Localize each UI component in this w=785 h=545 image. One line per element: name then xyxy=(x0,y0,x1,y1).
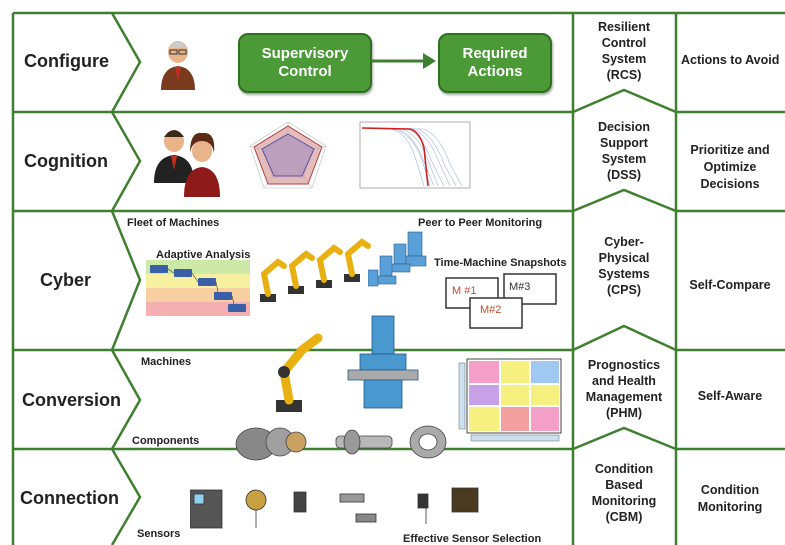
fleet-of-machines-label: Fleet of Machines xyxy=(127,217,220,229)
components-label: Components xyxy=(132,435,200,447)
row-label-cyber: Cyber xyxy=(40,270,92,290)
peer-monitoring-label: Peer to Peer Monitoring xyxy=(418,217,543,229)
system-label-cps: Cyber- Physical Systems (CPS) xyxy=(598,235,650,297)
industrial-robot-icon xyxy=(276,333,323,412)
row-label-connection: Connection xyxy=(20,488,119,508)
time-machine-label: Time-Machine Snapshots xyxy=(434,257,567,269)
milling-machine-icon xyxy=(347,315,419,409)
robot-fleet-icon xyxy=(260,238,371,302)
row-label-conversion: Conversion xyxy=(22,390,122,410)
system-label-phm: Prognostics and Health Management (PHM) xyxy=(585,358,663,420)
machine-tools-icon xyxy=(368,231,427,287)
radar-chart-icon xyxy=(249,121,327,189)
manager-person-icon xyxy=(161,41,195,90)
snapshot-m3-label: M#3 xyxy=(509,281,531,293)
action-label-cognition: Prioritize and Optimize Decisions xyxy=(690,143,770,191)
sensors-label: Sensors xyxy=(137,528,181,540)
required-actions-box: Required Actions xyxy=(438,33,552,93)
snapshot-m1-label: M #1 xyxy=(452,285,477,297)
snapshot-m2-label: M#2 xyxy=(480,304,502,316)
machines-label: Machines xyxy=(141,356,192,368)
system-label-dss: Decision Support System (DSS) xyxy=(597,120,651,182)
adaptive-analysis-diagram xyxy=(146,260,250,316)
components-icon xyxy=(235,425,447,461)
action-label-cyber: Self-Compare xyxy=(689,278,771,292)
arrow-right-icon xyxy=(371,53,436,69)
system-label-rcs: Resilient Control System (RCS) xyxy=(597,20,651,82)
effective-sensor-label: Effective Sensor Selection xyxy=(403,533,542,545)
action-label-conversion: Self-Aware xyxy=(697,389,763,403)
supervisory-control-box: Supervisory Control xyxy=(238,33,372,93)
users-person-icon xyxy=(154,130,220,197)
action-label-configure: Actions to Avoid xyxy=(681,53,780,67)
phm-matrix-diagram xyxy=(458,358,562,442)
row-label-cognition: Cognition xyxy=(24,151,108,171)
time-machine-snapshots-diagram xyxy=(445,273,557,329)
sensors-icon xyxy=(190,487,479,529)
row-label-configure: Configure xyxy=(24,51,109,71)
system-label-cbm: Condition Based Monitoring (CBM) xyxy=(591,462,657,524)
action-label-connection: Condition Monitoring xyxy=(697,483,763,514)
adaptive-analysis-label: Adaptive Analysis xyxy=(156,249,251,261)
degradation-curves-icon xyxy=(359,121,471,189)
